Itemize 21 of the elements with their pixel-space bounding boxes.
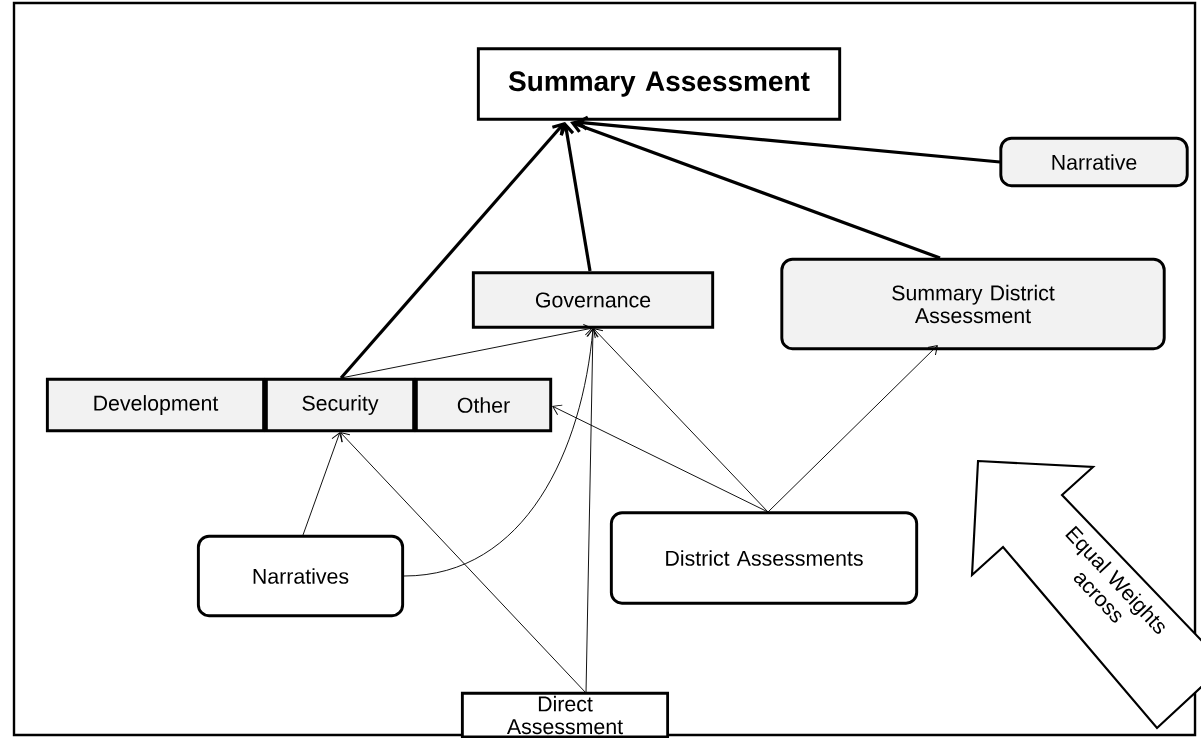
arrow [767,345,938,513]
category-box: Development [45,377,266,433]
summary-box: Summary District Assessment [780,257,1166,351]
arrow [559,122,592,272]
arrow [302,432,343,536]
arrow [575,115,1001,164]
arrow [340,324,593,379]
source-box: District Assessments [609,511,919,605]
source-box: Narratives [196,534,405,618]
arrow [570,119,941,260]
source-box: Direct Assessment [460,691,670,738]
input-box: Narrative [999,136,1189,188]
category-box: Other [414,377,553,433]
category-box: Security [264,377,416,433]
arrow [552,404,769,513]
title-box: Summary Assessment [476,47,842,121]
arrow [339,122,565,380]
arrow [593,328,769,513]
arrow [585,328,599,694]
category-box: Governance [471,271,715,329]
arrow [340,432,587,694]
